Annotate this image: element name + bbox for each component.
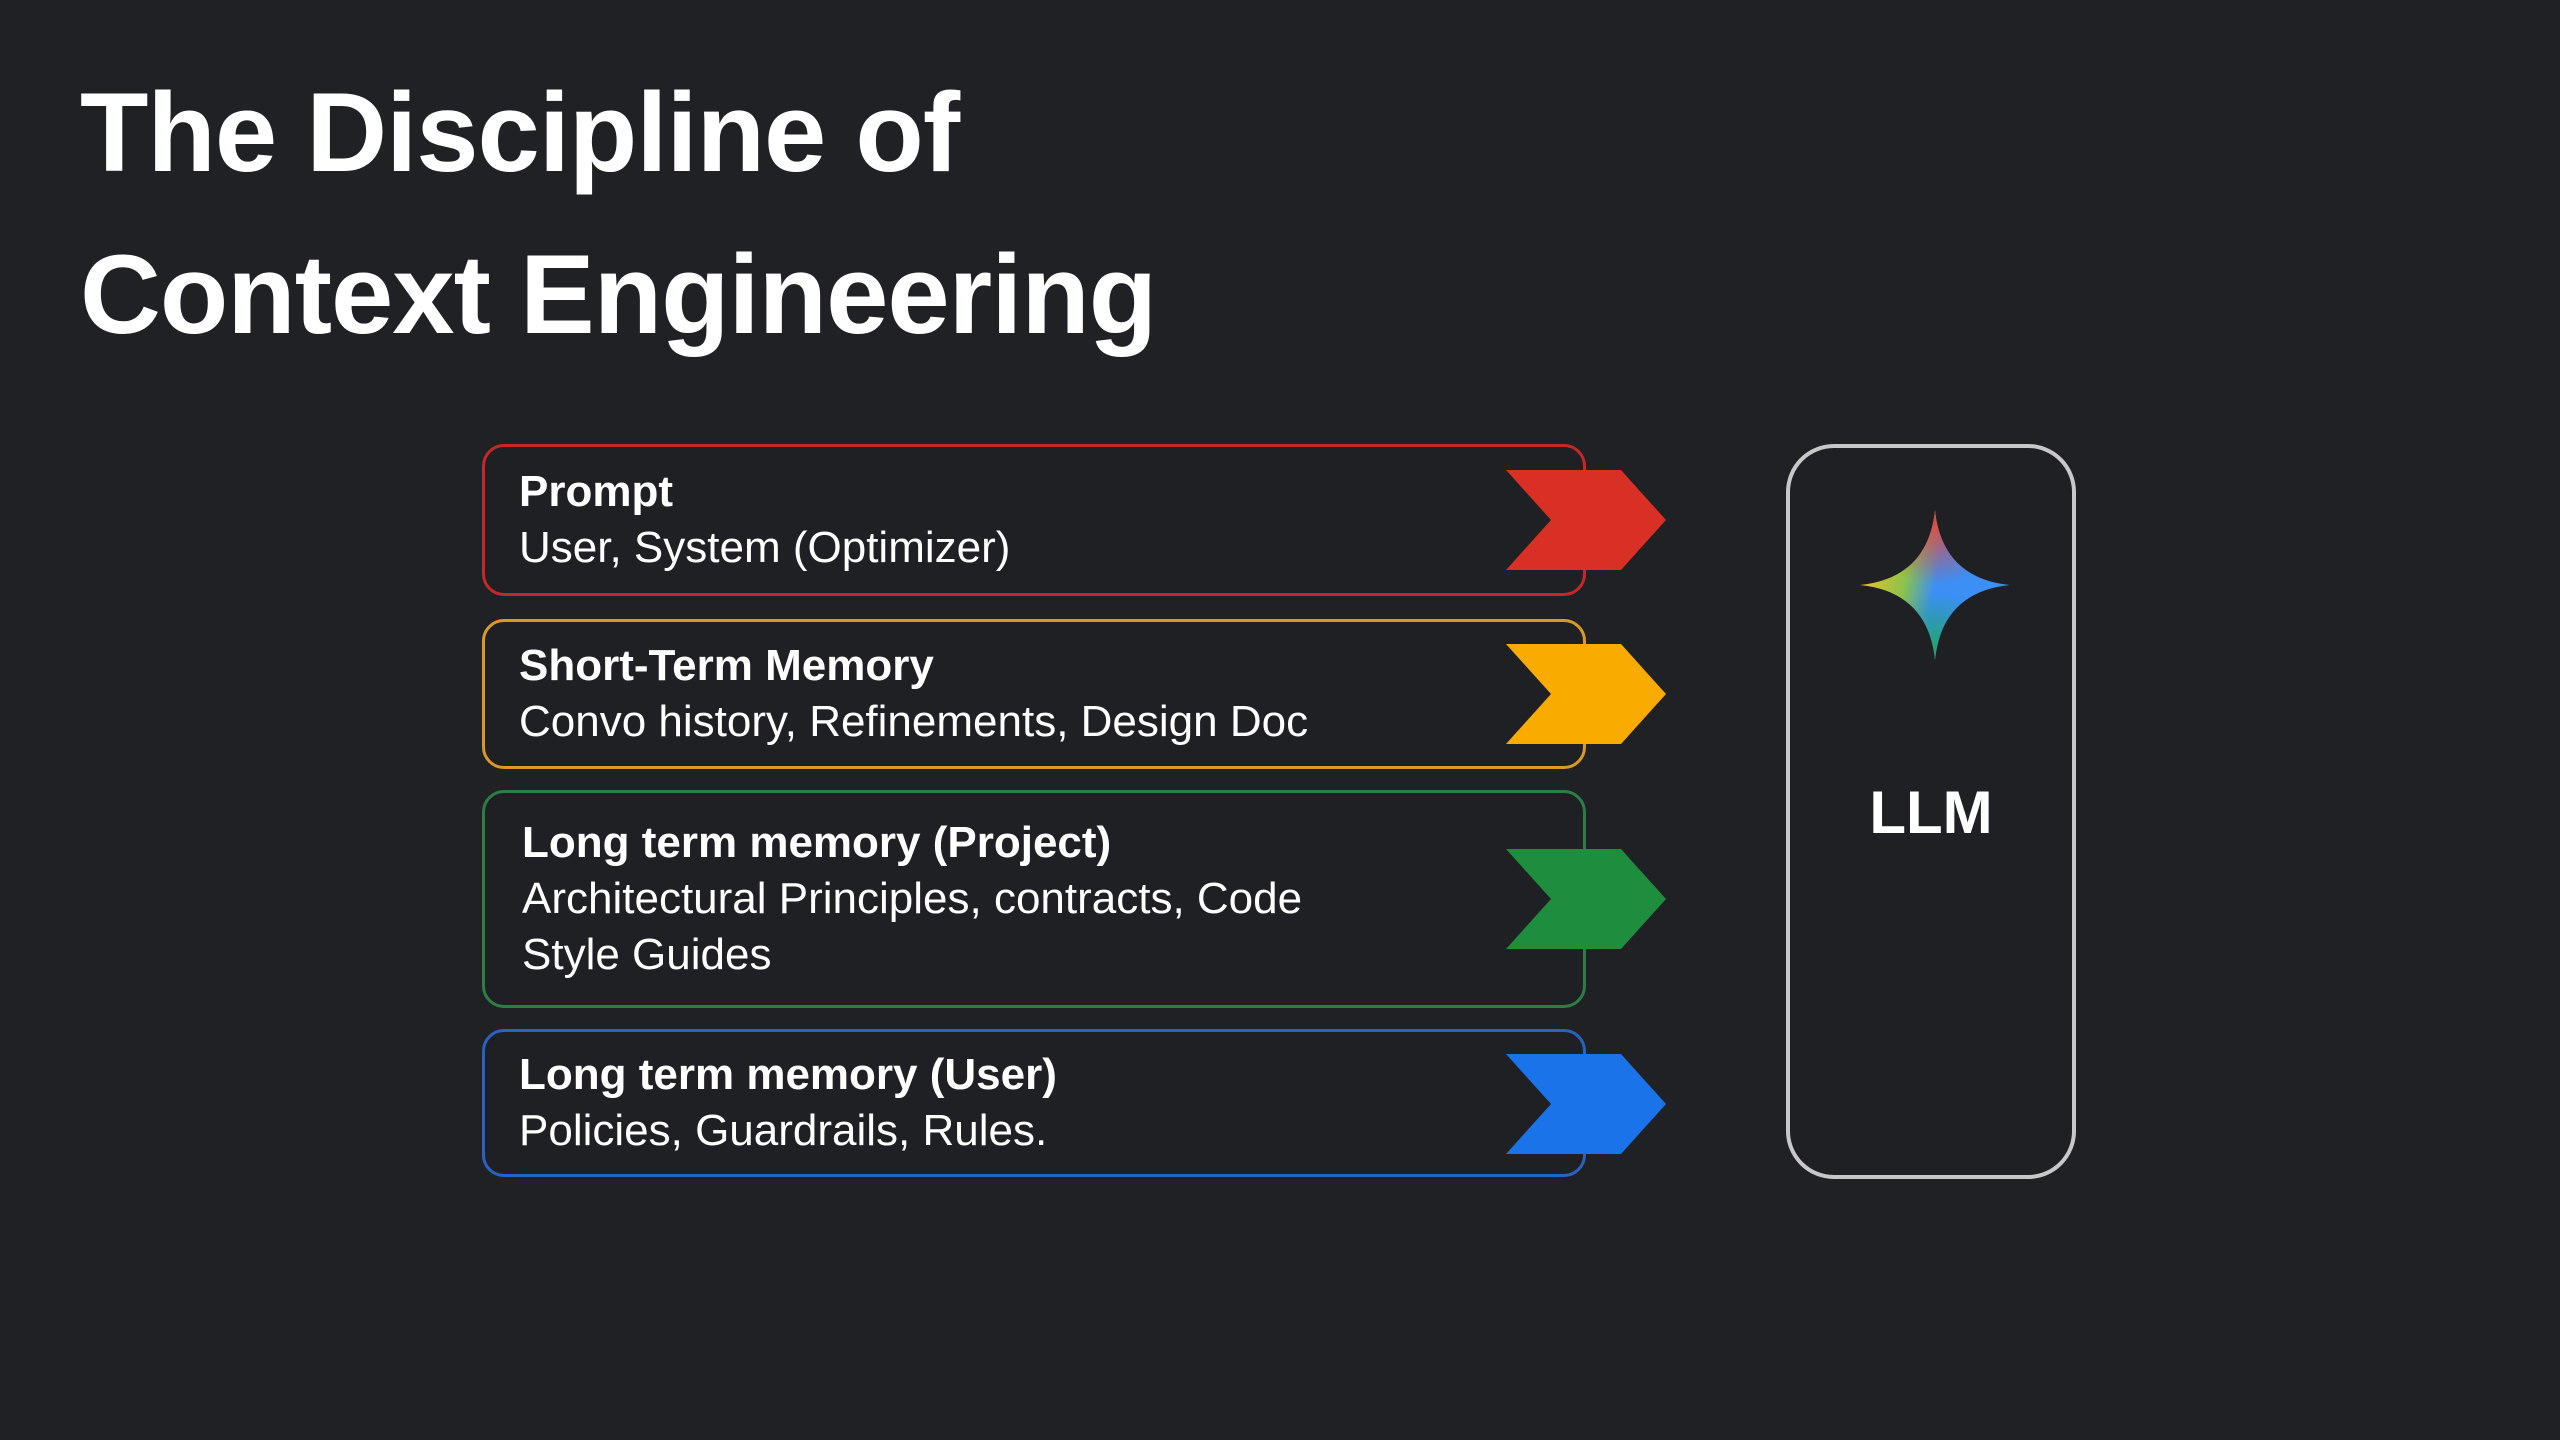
input-box-long-term-project: Long term memory (Project) Architectural … xyxy=(482,790,1586,1008)
gemini-sparkle-icon xyxy=(1860,510,2010,660)
llm-box: LLM xyxy=(1786,444,2076,1179)
llm-label: LLM xyxy=(1869,779,1993,846)
input-heading: Long term memory (User) xyxy=(519,1050,1057,1099)
input-heading: Prompt xyxy=(519,467,673,516)
input-detail: Policies, Guardrails, Rules. xyxy=(519,1106,1048,1155)
slide-title: The Discipline of Context Engineering xyxy=(80,52,1157,376)
input-heading: Short-Term Memory xyxy=(519,641,934,690)
chevron-arrow-icon xyxy=(1506,1054,1666,1154)
input-detail: Convo history, Refinements, Design Doc xyxy=(519,697,1309,746)
chevron-arrow-icon xyxy=(1506,470,1666,570)
chevron-arrow-icon xyxy=(1506,849,1666,949)
input-box-long-term-user: Long term memory (User) Policies, Guardra… xyxy=(482,1029,1586,1177)
input-detail: Architectural Principles, contracts, Cod… xyxy=(522,874,1303,979)
title-line-1: The Discipline of xyxy=(80,70,960,195)
title-line-2: Context Engineering xyxy=(80,232,1157,357)
input-heading: Long term memory (Project) xyxy=(522,818,1112,867)
input-detail: User, System (Optimizer) xyxy=(519,523,1011,572)
chevron-arrow-icon xyxy=(1506,644,1666,744)
